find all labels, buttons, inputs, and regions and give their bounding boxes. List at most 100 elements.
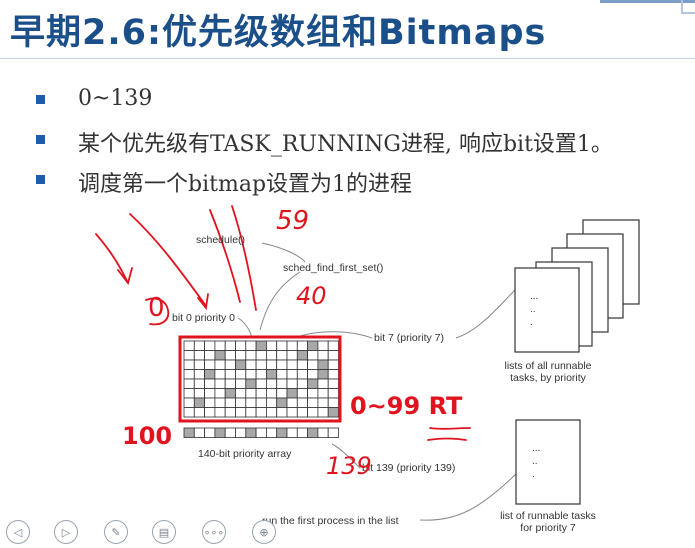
slide-menu-button[interactable]: ▤ [152,520,176,544]
bit-cell [265,369,278,380]
connector-schedule [261,242,306,263]
bit-cell [235,340,247,351]
zoom-button[interactable]: ⊕ [252,520,276,544]
hundred-annotation: 100 [122,422,173,450]
bit-cell [255,407,267,418]
bit-cell [224,340,236,351]
bit-cell [276,340,288,351]
bit-cell [286,378,298,389]
bit-cell [224,350,236,361]
slide-menu-icon: ▤ [158,525,170,539]
bit-cell [296,378,308,389]
bit-cell [204,427,216,438]
bit0-label: bit 0 priority 0 [172,312,236,324]
bit-cell [276,407,288,418]
connector-bit7 [299,331,373,339]
bit-cell [286,388,298,399]
rt-highlight-box [178,335,342,423]
top-decoration [0,0,695,4]
connector-find-first [259,271,301,331]
bit-cell [317,340,329,351]
bit-cell [327,397,339,408]
bit-cell [286,407,298,418]
list-stack [514,219,640,353]
bit-cell [193,359,206,370]
stroke-1 [95,233,129,284]
bit-cell [224,407,236,418]
bit-cell [317,407,329,418]
bit-cell [204,397,216,408]
bit-cell [214,407,226,418]
bit-cell [235,427,247,438]
bit-cell [296,350,308,361]
bit-cell [235,407,247,418]
bit-cell [286,359,298,370]
bit-cell [265,427,278,438]
bit-cell [296,407,308,418]
bit-cell [245,397,257,408]
bit-cell [224,369,236,380]
bit-cell [255,397,267,408]
corner-decoration [681,0,695,14]
bit-cell [183,369,195,380]
bit-cell [317,369,329,380]
more-icon: ∘∘∘ [203,525,225,539]
bit-cell [296,388,308,399]
bit-cell [183,407,195,418]
bit-cell [204,378,216,389]
bit-cell [255,388,267,399]
stroke-2 [129,213,207,307]
bit-cell [265,407,278,418]
bit-cell [296,369,308,380]
bit-cell [214,359,226,370]
bit-cell [296,427,308,438]
bit-cell [255,378,267,389]
bullet-text: 0~139 [78,86,153,111]
bit-cell [245,378,257,389]
bit-cell [327,378,339,389]
underline-2 [427,437,467,441]
bit-cell [255,350,267,361]
bit-cell [214,369,226,380]
bit-cell [286,340,298,351]
rt-range-annotation: 0~99 RT [350,392,463,420]
pen-icon: ✎ [111,525,121,539]
bit-cell [204,407,216,418]
pen-tool-button[interactable]: ✎ [104,520,128,544]
bit-cell [193,407,206,418]
priority-bit-grid-bottom-row [183,427,339,438]
find-first-set-label: sched_find_first_set() [283,262,384,274]
bit-cell [307,350,319,361]
bit139-label: bit 139 (priority 139) [362,462,456,474]
bit-cell [296,397,308,408]
bit-cell [214,388,226,399]
bit-cell [265,340,278,351]
prev-slide-button[interactable]: ◁ [6,520,30,544]
bit-cell [245,427,257,438]
bit-cell [307,378,319,389]
bit-cell [265,397,278,408]
bit-cell [245,369,257,380]
bit-cell [265,350,278,361]
bit-cell [327,350,339,361]
bit-cell [276,378,288,389]
bit-cell [276,369,288,380]
bit-cell [327,388,339,399]
bit7-label: bit 7 (priority 7) [374,332,445,344]
next-icon: ▷ [61,525,71,539]
bit-cell [183,340,195,351]
bit-cell [317,378,329,389]
bit-cell [193,397,206,408]
top-accent-bar [600,0,695,3]
bit-cell [204,359,216,370]
bit-cell [193,369,206,380]
bit-cell [317,350,329,361]
handwritten-annotations [95,205,471,441]
slide-title: 早期2.6:优先级数组和Bitmaps [10,13,547,53]
next-slide-button[interactable]: ▷ [54,520,78,544]
connector-bit0 [237,317,253,339]
bit-cell [193,378,206,389]
bit-cell [235,388,247,399]
more-options-button[interactable]: ∘∘∘ [202,520,226,544]
bit-cell [245,340,257,351]
